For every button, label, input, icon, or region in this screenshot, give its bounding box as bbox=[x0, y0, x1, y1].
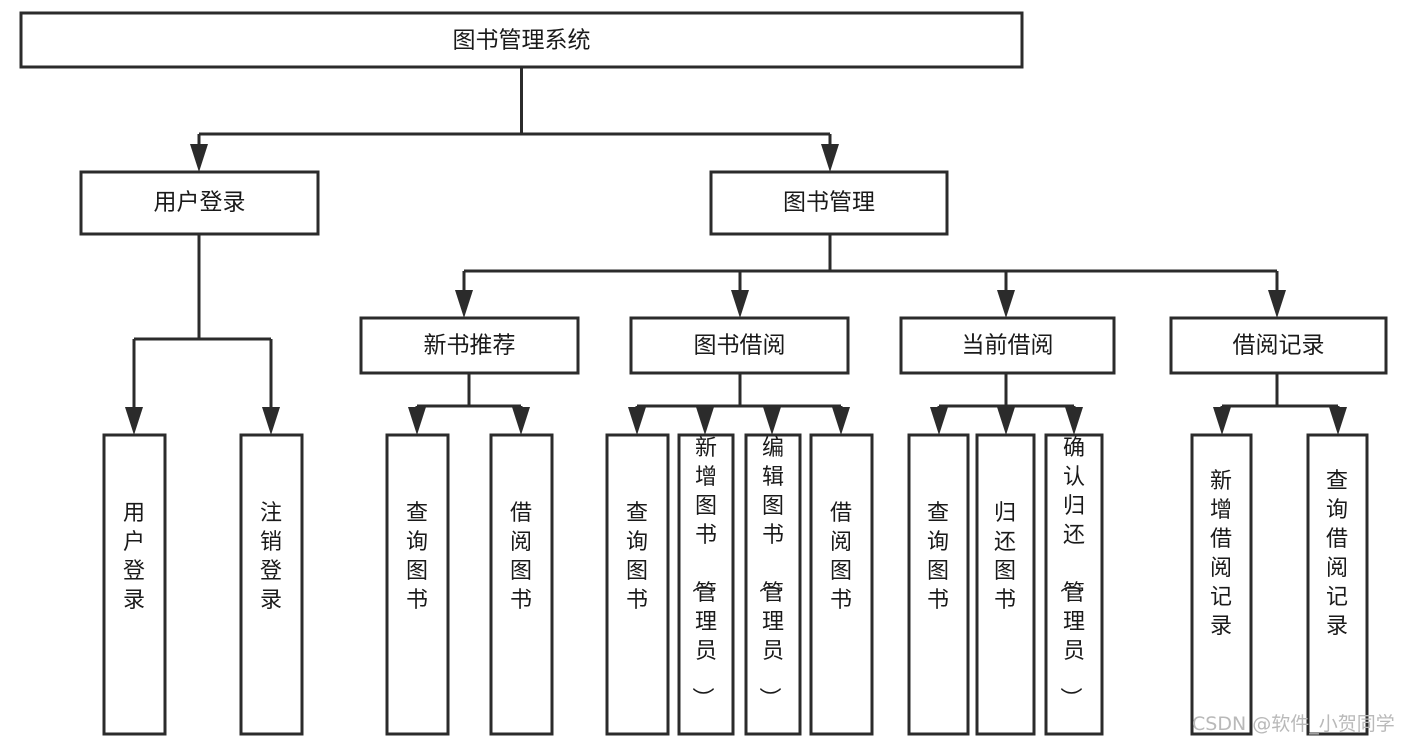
node-book-management[interactable]: 图书管理 bbox=[709, 170, 949, 236]
node-leaf-borrow-book-2[interactable]: 借阅图书 bbox=[809, 433, 874, 736]
node-borrow-record[interactable]: 借阅记录 bbox=[1169, 316, 1388, 375]
node-current-borrow-label: 当前借阅 bbox=[962, 333, 1054, 359]
connector-group-current-borrow bbox=[930, 373, 1083, 435]
node-book-management-label: 图书管理 bbox=[783, 190, 875, 216]
node-leaf-add-record[interactable]: 新增借阅记录 bbox=[1190, 433, 1253, 736]
connector-group-new-book-recommend bbox=[408, 373, 530, 435]
node-leaf-edit-book[interactable]: 编辑图书（管理员） bbox=[744, 433, 802, 736]
node-leaf-borrow-book-1-box bbox=[489, 433, 554, 736]
connector-group-book-borrow bbox=[628, 373, 850, 435]
node-leaf-add-record-label: 新增借阅记录 bbox=[1210, 469, 1232, 639]
arrow-user-login-leaf-1 bbox=[125, 407, 143, 435]
arrow-bm-to-current-borrow bbox=[997, 290, 1015, 318]
node-new-book-recommend[interactable]: 新书推荐 bbox=[359, 316, 580, 375]
arrow-bm-to-book-borrow bbox=[731, 290, 749, 318]
node-root-box bbox=[19, 11, 1024, 69]
arrow-bm-to-borrow-record bbox=[1268, 290, 1286, 318]
node-user-login-label: 用户登录 bbox=[154, 190, 246, 216]
node-leaf-return-book-box bbox=[975, 433, 1036, 736]
arrow-br-leaf-2 bbox=[1329, 407, 1347, 435]
node-leaf-query-record-box bbox=[1306, 433, 1369, 736]
arrow-br-leaf-1 bbox=[1213, 407, 1231, 435]
node-leaf-query-book-1-box bbox=[385, 433, 450, 736]
node-borrow-record-box bbox=[1169, 316, 1388, 375]
arrow-cb-leaf-3 bbox=[1065, 407, 1083, 435]
node-root-label: 图书管理系统 bbox=[453, 28, 591, 54]
node-root-book-management-system[interactable]: 图书管理系统 bbox=[19, 11, 1024, 69]
node-leaf-borrow-book-1-label: 借阅图书 bbox=[510, 501, 532, 613]
node-leaf-query-book-2-box bbox=[605, 433, 670, 736]
node-current-borrow-box bbox=[899, 316, 1116, 375]
node-leaf-query-record[interactable]: 查询借阅记录 bbox=[1306, 433, 1369, 736]
arrow-bb-leaf-1 bbox=[628, 407, 646, 435]
connector-group-user-login bbox=[125, 234, 280, 435]
node-book-management-box bbox=[709, 170, 949, 236]
node-leaf-borrow-book-2-box bbox=[809, 433, 874, 736]
node-current-borrow[interactable]: 当前借阅 bbox=[899, 316, 1116, 375]
node-leaf-add-book-label: 新增图书（管理员） bbox=[689, 436, 717, 709]
node-book-borrow[interactable]: 图书借阅 bbox=[629, 316, 850, 375]
node-book-borrow-box bbox=[629, 316, 850, 375]
node-leaf-logout-login[interactable]: 注销登录 bbox=[239, 433, 304, 736]
arrow-cb-leaf-1 bbox=[930, 407, 948, 435]
node-new-book-recommend-label: 新书推荐 bbox=[424, 333, 516, 359]
node-borrow-record-label: 借阅记录 bbox=[1233, 333, 1325, 359]
node-leaf-confirm-return-label: 确认归还（管理员） bbox=[1057, 436, 1085, 709]
node-leaf-query-book-1[interactable]: 查询图书 bbox=[385, 433, 450, 736]
node-user-login-box bbox=[79, 170, 320, 236]
node-leaf-borrow-book-1[interactable]: 借阅图书 bbox=[489, 433, 554, 736]
node-leaf-query-book-2-label: 查询图书 bbox=[626, 501, 648, 613]
node-leaf-query-book-3[interactable]: 查询图书 bbox=[907, 433, 970, 736]
arrow-bb-leaf-3 bbox=[763, 407, 781, 435]
node-book-borrow-label: 图书借阅 bbox=[694, 333, 786, 359]
node-leaf-add-book-box bbox=[677, 433, 735, 736]
arrow-nbr-leaf-1 bbox=[408, 407, 426, 435]
node-leaf-borrow-book-2-label: 借阅图书 bbox=[830, 501, 852, 613]
node-leaf-query-book-2[interactable]: 查询图书 bbox=[605, 433, 670, 736]
node-new-book-recommend-box bbox=[359, 316, 580, 375]
node-leaf-query-book-1-label: 查询图书 bbox=[406, 501, 428, 613]
node-leaf-user-login-box bbox=[102, 433, 167, 736]
arrow-bb-leaf-4 bbox=[832, 407, 850, 435]
arrow-root-to-book-management bbox=[821, 144, 839, 172]
node-user-login[interactable]: 用户登录 bbox=[79, 170, 320, 236]
node-leaf-user-login-label: 用户登录 bbox=[123, 501, 145, 613]
node-leaf-add-book[interactable]: 新增图书（管理员） bbox=[677, 433, 735, 736]
node-leaf-user-login[interactable]: 用户登录 bbox=[102, 433, 167, 736]
node-leaf-return-book[interactable]: 归还图书 bbox=[975, 433, 1036, 736]
connector-group-book-management bbox=[455, 234, 1286, 318]
node-leaf-edit-book-box bbox=[744, 433, 802, 736]
arrow-user-login-leaf-2 bbox=[262, 407, 280, 435]
node-leaf-confirm-return-box bbox=[1044, 433, 1104, 736]
node-leaf-logout-login-label: 注销登录 bbox=[260, 501, 282, 613]
node-leaf-add-record-box bbox=[1190, 433, 1253, 736]
node-leaf-return-book-label: 归还图书 bbox=[994, 501, 1016, 613]
node-leaf-confirm-return[interactable]: 确认归还（管理员） bbox=[1044, 433, 1104, 736]
connector-group-root bbox=[190, 67, 839, 172]
node-leaf-logout-login-box bbox=[239, 433, 304, 736]
connector-group-borrow-record bbox=[1213, 373, 1347, 435]
node-leaf-edit-book-label: 编辑图书（管理员） bbox=[756, 436, 784, 709]
node-leaf-query-record-label: 查询借阅记录 bbox=[1326, 469, 1348, 639]
arrow-bb-leaf-2 bbox=[696, 407, 714, 435]
node-leaf-query-book-3-box bbox=[907, 433, 970, 736]
arrow-root-to-user-login bbox=[190, 144, 208, 172]
node-leaf-query-book-3-label: 查询图书 bbox=[927, 501, 949, 613]
arrow-bm-to-new-book-recommend bbox=[455, 290, 473, 318]
arrow-cb-leaf-2 bbox=[997, 407, 1015, 435]
csdn-watermark: CSDN @软件_小贺同学 bbox=[1192, 713, 1395, 735]
arrow-nbr-leaf-2 bbox=[512, 407, 530, 435]
